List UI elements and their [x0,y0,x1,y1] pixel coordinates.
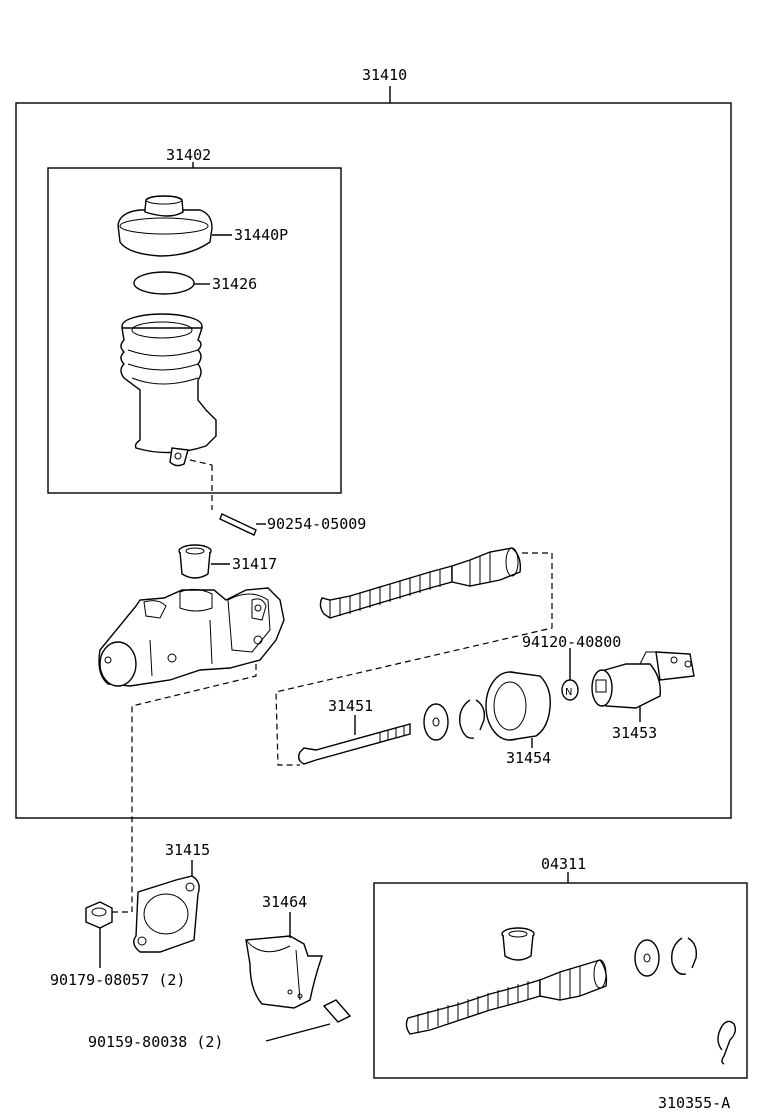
n-mark: N [565,687,572,698]
figure-code: 310355-A [658,1094,730,1112]
label-assembly: 31410 [362,66,407,84]
label-grommet: 31417 [232,555,277,573]
assembly-box [15,102,732,819]
pin [219,513,257,536]
kit-snap-ring [671,937,698,975]
label-bracket: 31464 [262,893,307,911]
label-reservoir: 31402 [166,146,211,164]
washer [423,703,449,741]
ring-n: N [561,679,579,701]
label-cap: 31440P [234,226,288,244]
kit-grommet [501,927,535,961]
label-oring: 31426 [212,275,257,293]
label-gasket: 31415 [165,841,210,859]
gasket-leader [131,664,257,912]
label-pin: 90254-05009 [267,515,366,533]
kit-box [373,882,748,1079]
reservoir-box [47,167,342,494]
label-bolt: 90159-80038 (2) [88,1033,223,1051]
label-nut: 90179-08057 (2) [50,971,185,989]
push-rod [297,723,411,765]
master-cylinder-body [98,587,285,687]
reservoir-body [120,313,217,467]
label-boot: 31454 [506,749,551,767]
internals-bracket [275,552,553,766]
nut [85,901,113,929]
kit-washer [634,939,660,977]
label-clevis: 31453 [612,724,657,742]
grommet [178,544,212,579]
reservoir-cap [117,195,213,257]
clevis [591,651,695,709]
bracket [245,935,323,1009]
gasket [133,875,200,953]
oring [133,271,195,295]
label-push-rod: 31451 [328,697,373,715]
kit-piston-spring [405,959,608,1035]
label-kit: 04311 [541,855,586,873]
boot [485,671,551,741]
label-ring-set: 94120-40800 [522,633,621,651]
snap-ring [459,699,486,739]
piston-spring [319,547,522,619]
bolt [322,999,352,1023]
kit-cotter-pin [717,1020,737,1065]
